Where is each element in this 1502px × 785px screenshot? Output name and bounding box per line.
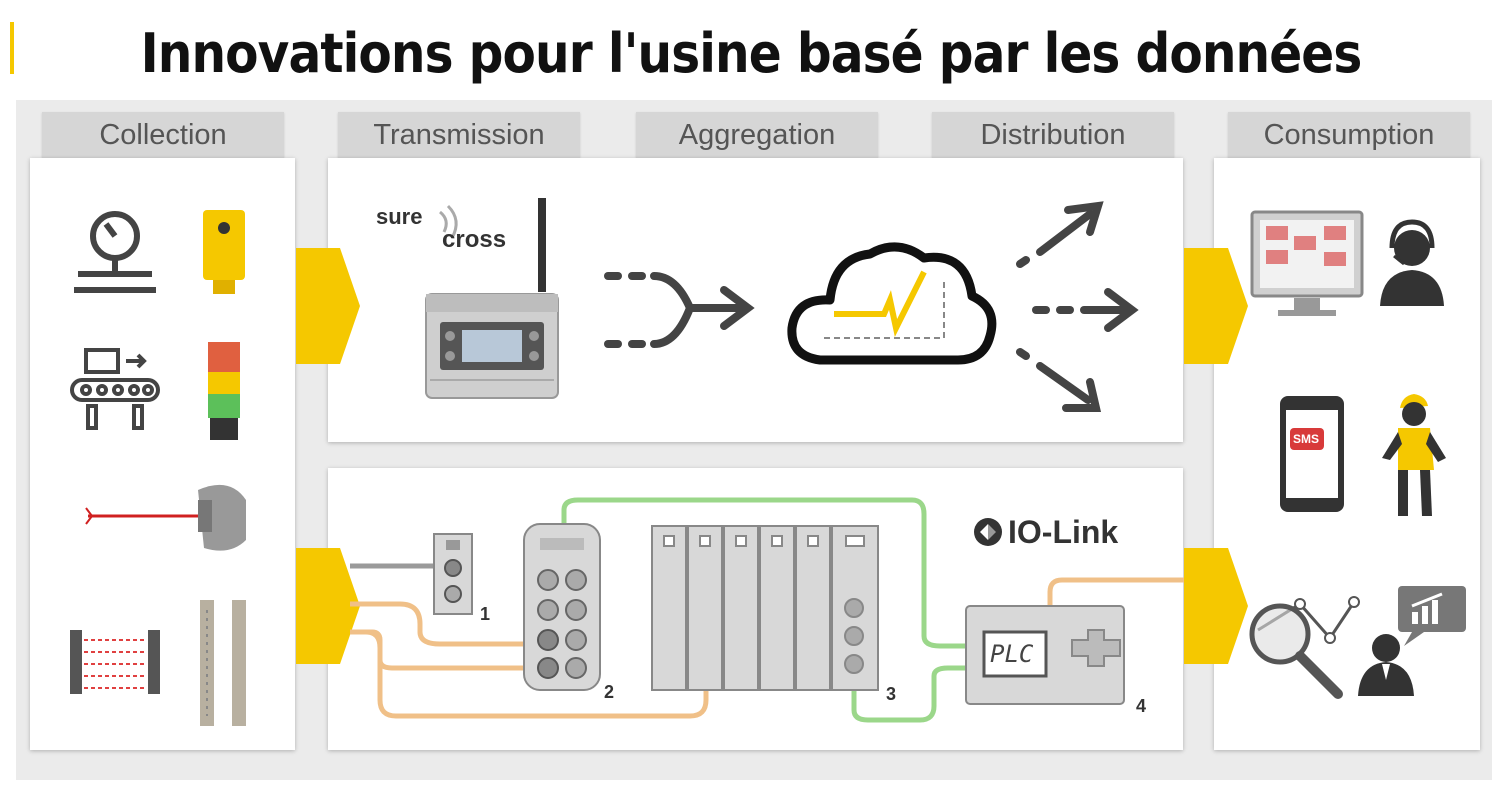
- tab-collection: Collection: [42, 112, 284, 158]
- control-rack-icon: [651, 525, 879, 691]
- arrow-distribution-to-consumption: [1184, 248, 1248, 364]
- io-link-hub-icon: [433, 533, 473, 615]
- cables: [350, 497, 1184, 723]
- cloud-analytics-icon: [787, 242, 997, 365]
- tab-distribution: Distribution: [932, 112, 1174, 158]
- tab-consumption: Consumption: [1228, 112, 1470, 158]
- page-title: Innovations pour l'usine basé par les do…: [140, 22, 1363, 85]
- callout-2: 2: [604, 682, 615, 702]
- tab-transmission: Transmission: [338, 112, 580, 158]
- sms-label: SMS: [1293, 432, 1320, 446]
- plc-icon: [965, 605, 1125, 705]
- distribution-arrows-icon: [1016, 201, 1139, 412]
- arrow-collection-to-wired: [296, 548, 360, 664]
- plc-label: PLC: [990, 640, 1034, 668]
- io-link-logo-icon: [974, 518, 1002, 546]
- surecross-logo-line2: cross: [442, 226, 507, 253]
- monitor-dashboard-icon: [1250, 210, 1364, 316]
- light-curtain-icon: [70, 600, 246, 726]
- merge-arrow-icon: [604, 272, 755, 348]
- wireless-gateway-icon: [425, 198, 559, 399]
- analytics-magnifier-icon: [1249, 596, 1360, 699]
- smartphone-icon: [1280, 396, 1344, 512]
- analyst-report-icon: [1358, 586, 1466, 696]
- field-worker-icon: [1382, 394, 1446, 516]
- surecross-logo-line1: sure: [376, 204, 423, 229]
- flow-arrows: [296, 248, 1248, 664]
- operator-headset-icon: [1380, 219, 1444, 306]
- arrow-collection-to-transmission: [296, 248, 360, 364]
- wireless-signal-icon: [439, 204, 458, 239]
- conveyor-icon: [70, 348, 160, 430]
- stack-light-icon: [208, 342, 240, 440]
- callout-1: 1: [480, 604, 491, 624]
- io-link-logo-text: IO-Link: [1008, 514, 1119, 550]
- arrow-wired-to-consumption: [1184, 548, 1248, 664]
- tab-aggregation: Aggregation: [636, 112, 878, 158]
- pressure-gauge-icon: [74, 211, 156, 293]
- yellow-sensor-icon: [203, 210, 245, 294]
- callout-3: 3: [886, 684, 897, 704]
- laser-sensor-icon: [85, 484, 246, 551]
- callout-4: 4: [1136, 696, 1147, 716]
- io-link-master-icon: [523, 523, 601, 691]
- accent-bar: [10, 22, 14, 74]
